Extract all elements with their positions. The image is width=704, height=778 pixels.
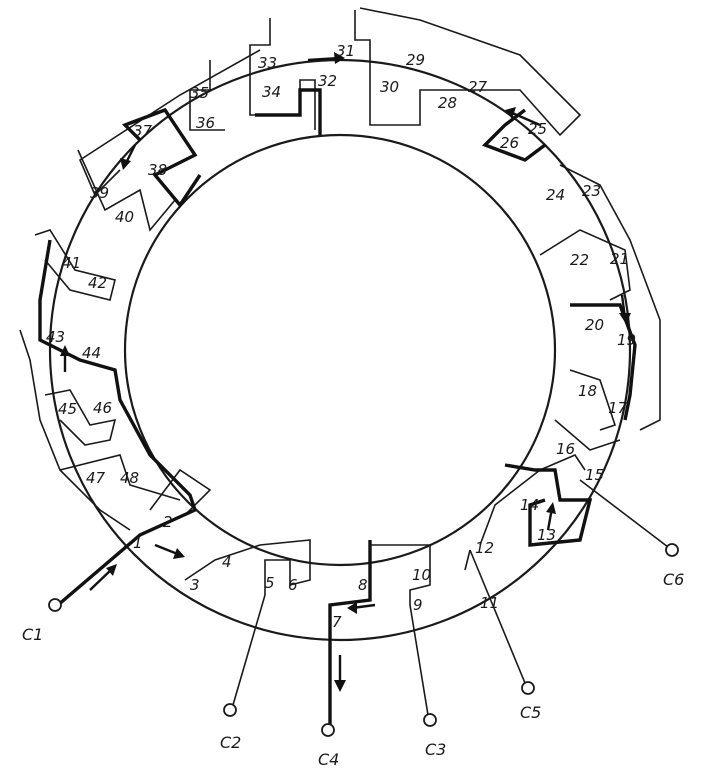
coil-group-left	[19, 229, 181, 531]
lead-c6	[579, 479, 669, 548]
terminal-c5-node	[521, 681, 535, 695]
slot-number: 12	[475, 539, 494, 557]
slot-number: 40	[115, 208, 134, 226]
slot-number: 44	[82, 344, 101, 362]
slot-number: 23	[582, 182, 601, 200]
slot-number: 21	[610, 250, 629, 268]
slot-number: 25	[528, 120, 547, 138]
slot-number: 1	[133, 534, 143, 552]
lead-c2	[232, 594, 266, 706]
slot-number: 2	[163, 513, 173, 531]
active-coil-path-5	[570, 303, 637, 421]
lead-c3	[409, 604, 429, 716]
slot-number: 33	[258, 54, 277, 72]
direction-arrows	[60, 52, 631, 692]
terminal-c6-node	[665, 543, 679, 557]
slot-number: 4	[222, 553, 232, 571]
inner-ring	[123, 133, 557, 567]
slot-number: 18	[578, 382, 597, 400]
slot-number: 30	[380, 78, 399, 96]
active-coil-path-1	[38, 239, 198, 607]
slot-number: 19	[617, 331, 636, 349]
slot-number: 37	[133, 122, 153, 140]
slot-number: 26	[500, 134, 519, 152]
slot-number: 10	[412, 566, 431, 584]
terminal-label: C6	[663, 570, 684, 589]
terminal-c4-node	[321, 723, 335, 737]
slot-number: 27	[468, 78, 488, 96]
slot-number: 45	[58, 400, 77, 418]
slot-number: 47	[86, 469, 106, 487]
coil-group-top	[77, 7, 582, 232]
slot-number: 35	[190, 84, 209, 102]
active-coil-path-3	[255, 88, 322, 135]
slot-number: 8	[358, 576, 368, 594]
lead-c5	[469, 549, 526, 684]
active-coil-path-7	[328, 540, 372, 725]
slot-number: 29	[406, 51, 425, 69]
slot-number: 31	[336, 42, 355, 60]
slot-number: 13	[537, 526, 556, 544]
slot-number: 41	[62, 254, 81, 272]
slot-number: 38	[148, 161, 167, 179]
slot-number: 48	[120, 469, 139, 487]
terminal-label: C2	[220, 733, 241, 752]
slot-number: 9	[413, 596, 423, 614]
terminal-c2-node	[223, 703, 237, 717]
slot-number: 6	[288, 576, 298, 594]
terminal-label: C1	[22, 625, 43, 644]
slot-number: 39	[90, 184, 109, 202]
slot-number: 16	[556, 440, 575, 458]
slot-number: 14	[520, 496, 539, 514]
slot-number: 5	[265, 574, 275, 592]
coil-group-right	[539, 164, 661, 471]
slot-number: 11	[480, 594, 499, 612]
active-coil-path-2	[121, 107, 202, 208]
active-coil-path-6	[504, 463, 593, 547]
terminal-label: C4	[318, 750, 339, 769]
slot-number: 34	[262, 83, 281, 101]
terminal-label: C3	[425, 740, 446, 759]
slot-number: 17	[608, 399, 628, 417]
slot-number: 46	[93, 399, 112, 417]
active-coil-path-4	[481, 108, 547, 162]
coil-group-bottom	[149, 468, 541, 605]
slot-number: 43	[46, 328, 65, 346]
terminal-label: C5	[520, 703, 541, 722]
slot-number: 36	[196, 114, 215, 132]
slot-number: 22	[570, 251, 589, 269]
slot-number: 24	[546, 186, 565, 204]
slot-number: 28	[438, 94, 457, 112]
slot-number: 7	[332, 613, 342, 631]
slot-number: 42	[88, 274, 107, 292]
terminal-c1-node	[48, 598, 62, 612]
slot-number: 32	[318, 72, 337, 90]
slot-number: 20	[585, 316, 604, 334]
slot-number: 3	[190, 576, 200, 594]
terminal-c3-node	[423, 713, 437, 727]
slot-number: 15	[585, 466, 604, 484]
